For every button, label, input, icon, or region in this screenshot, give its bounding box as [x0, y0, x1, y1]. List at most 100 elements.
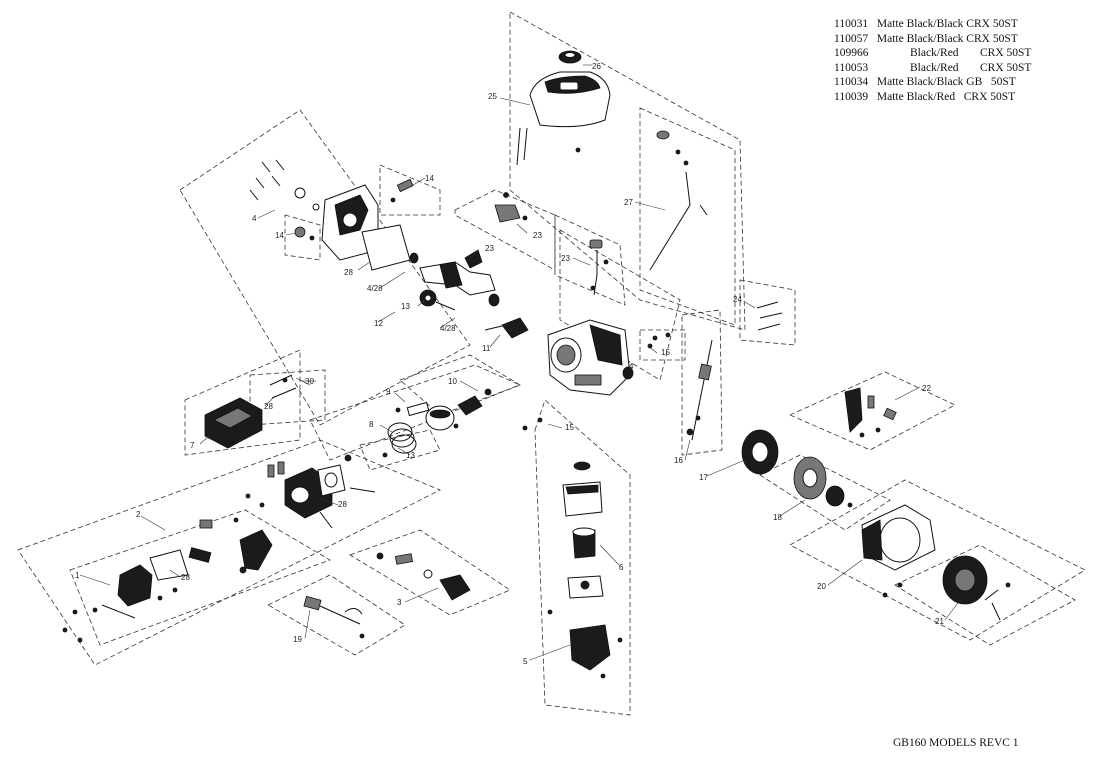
callout-6: 6: [619, 563, 624, 572]
callout-4-28b: 4/28: [440, 324, 456, 333]
callout-16: 16: [674, 456, 683, 465]
fuel-cap: [558, 50, 582, 64]
cooling-fan: [793, 456, 853, 508]
callout-4-28a: 4/28: [367, 284, 383, 293]
crankshaft: [409, 252, 500, 307]
model-row: 110034 Matte Black/Black GB 50ST: [834, 75, 1031, 90]
group-bolts-15: [639, 329, 686, 361]
throttle-rod: [649, 130, 708, 271]
callout-12: 12: [374, 319, 383, 328]
flywheel: [741, 429, 779, 475]
callout-23b: 23: [533, 231, 542, 240]
model-color: Matte Black/Red: [876, 90, 956, 103]
callout-22: 22: [922, 384, 931, 393]
model-number: 110057: [834, 32, 869, 45]
callout-4b: 4: [629, 362, 634, 371]
callout-13b: 13: [406, 451, 415, 460]
blower-shroud: [861, 504, 936, 598]
group-choke: [267, 574, 406, 656]
gear-23: [464, 249, 483, 269]
callout-14b: 14: [275, 231, 284, 240]
piston-rings: [382, 422, 417, 458]
leader-lines: [79, 64, 961, 661]
choke-rod: [303, 595, 365, 639]
carburetor-body: [101, 549, 189, 619]
bolts-15: [522, 332, 671, 431]
model-color: Matte Black/Black: [876, 76, 964, 89]
callout-23c: 23: [561, 254, 570, 263]
valves: [269, 374, 297, 399]
group-piston: [309, 364, 522, 461]
cover-bolts: [249, 159, 285, 201]
group-intake: [349, 529, 511, 616]
muffler-assembly: [547, 461, 623, 679]
model-number: 110039: [834, 90, 869, 103]
callout-20: 20: [817, 582, 826, 591]
callout-9: 9: [386, 387, 391, 396]
connecting-rod: [457, 388, 492, 416]
group-recoil: [894, 544, 1076, 646]
callout-4a: 4: [252, 214, 257, 223]
model-name: CRX 50ST: [966, 18, 1018, 30]
bracket-23-upper: [494, 192, 528, 223]
group-block-right: [559, 229, 681, 381]
callout-17: 17: [699, 473, 708, 482]
dipstick: [686, 339, 713, 441]
group-oil-sensor: [284, 214, 321, 261]
callout-28b: 28: [264, 402, 273, 411]
group-cylinder-head: [184, 349, 301, 456]
group-carb: [69, 509, 331, 646]
model-row: 110031 Matte Black/Black CRX 50ST: [834, 17, 1031, 32]
group-shroud: [789, 479, 1086, 641]
callout-3: 3: [397, 598, 402, 607]
group-throttle-rod: [639, 107, 736, 326]
model-color: Black/Red: [910, 47, 959, 60]
group-flywheel: [759, 454, 891, 531]
model-color: Matte Black/Black: [876, 18, 964, 30]
piston: [395, 401, 459, 431]
model-number: 109966: [834, 47, 869, 60]
callout-21: 21: [935, 617, 944, 626]
group-governor-arm: [554, 214, 626, 306]
callout-28c: 28: [338, 500, 347, 509]
callout-26: 26: [592, 62, 601, 71]
callout-5: 5: [523, 657, 528, 666]
group-dipstick: [681, 309, 723, 456]
callout-19: 19: [293, 635, 302, 644]
carb-small-parts: [233, 454, 376, 529]
group-governor-small: [379, 164, 441, 216]
group-outlines: [17, 11, 1086, 716]
callout-24: 24: [733, 295, 742, 304]
group-head-cover: [17, 439, 441, 666]
ignition-parts: [844, 387, 897, 438]
group-muffler: [534, 399, 631, 716]
group-fuel-tank: [509, 11, 746, 331]
callout-labels: 26 25 27 14 4 14 28 23 23 23 4/28 13 12 …: [75, 62, 944, 666]
callout-10: 10: [448, 377, 457, 386]
governor-arm: [589, 239, 609, 296]
governor-small-parts: [390, 178, 414, 203]
model-number: 110034: [834, 76, 869, 89]
callout-1: 1: [75, 571, 80, 580]
cylinder-head: [204, 397, 263, 449]
model-name: GB 50ST: [966, 76, 1016, 89]
group-crankcase-cover: [179, 109, 471, 426]
fuel-tank: [529, 71, 611, 128]
callout-11: 11: [482, 344, 491, 353]
carb-fasteners: [62, 519, 213, 643]
model-color: Matte Black/Black: [876, 32, 964, 45]
callout-27: 27: [624, 198, 633, 207]
callout-8: 8: [369, 420, 374, 429]
bracket-24-parts: [756, 301, 783, 331]
model-name: CRX 50ST: [980, 61, 1032, 74]
model-number: 110031: [834, 18, 869, 30]
fuel-tank-straps: [516, 127, 581, 166]
callout-28a: 28: [344, 268, 353, 277]
diagram-footer: GB160 MODELS REVC 1: [893, 737, 1019, 749]
intake-assembly: [376, 552, 471, 601]
callout-15b: 15: [565, 423, 574, 432]
callout-2: 2: [136, 510, 141, 519]
callout-30: 30: [305, 377, 314, 386]
